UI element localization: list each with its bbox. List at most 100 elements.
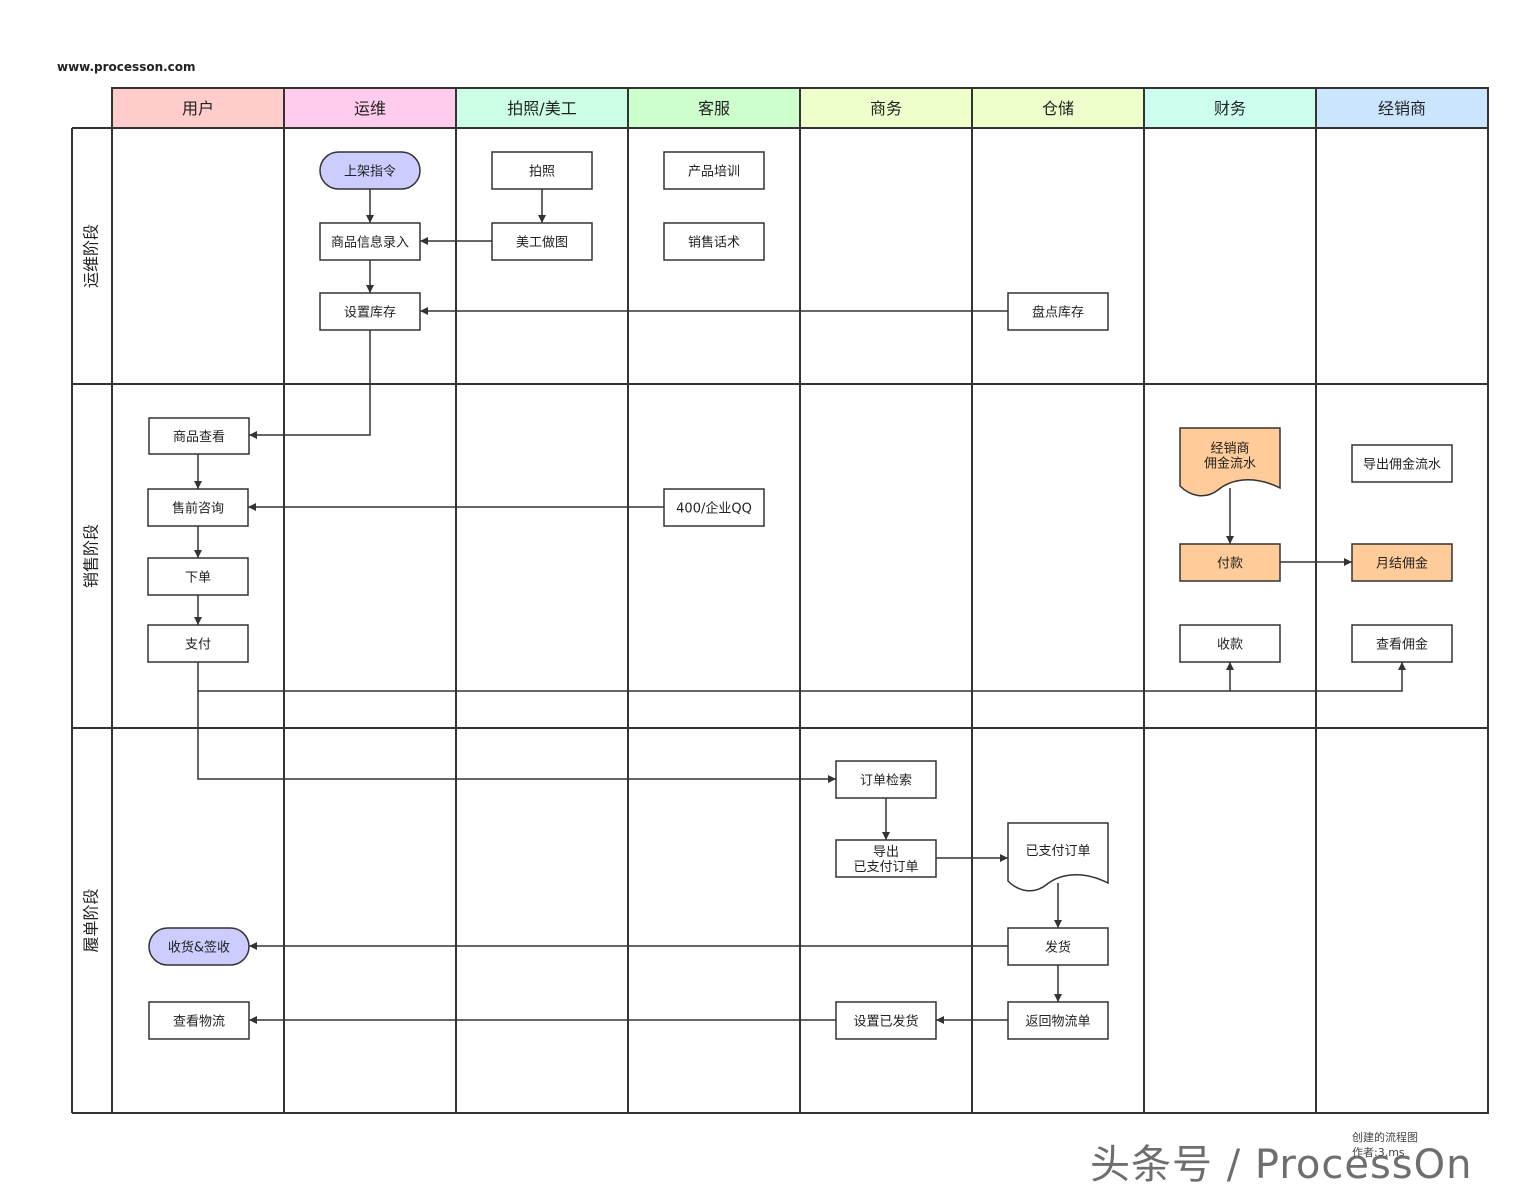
process-shape bbox=[1351, 543, 1453, 582]
lane-header-label: 商务 bbox=[870, 99, 902, 118]
node-label: 400/企业QQ bbox=[676, 501, 752, 517]
flow-node[interactable]: 已支付订单 bbox=[1007, 822, 1109, 892]
process-shape bbox=[1351, 444, 1453, 483]
node-label: 设置已发货 bbox=[853, 1014, 918, 1030]
lane-header-bg bbox=[456, 88, 628, 128]
lane-header-bg bbox=[972, 88, 1144, 128]
flow-node[interactable]: 经销商佣金流水 bbox=[1179, 427, 1281, 497]
watermark-note-line: 创建的流程图 bbox=[1352, 1131, 1418, 1144]
flow-node[interactable]: 美工做图 bbox=[491, 222, 593, 261]
process-shape bbox=[147, 624, 249, 663]
phase-label: 销售阶段 bbox=[82, 524, 101, 588]
node-label: 订单检索 bbox=[860, 774, 912, 789]
connector-arrow bbox=[197, 691, 836, 783]
document-shape bbox=[1179, 427, 1281, 497]
process-shape bbox=[835, 1001, 937, 1040]
lane-header-bg bbox=[628, 88, 800, 128]
flow-node[interactable]: 月结佣金 bbox=[1351, 543, 1453, 582]
node-label: 商品查看 bbox=[173, 429, 225, 445]
phase-label: 履单阶段 bbox=[82, 888, 101, 952]
flow-node[interactable]: 查看物流 bbox=[148, 1001, 250, 1040]
terminal-shape bbox=[319, 151, 421, 190]
process-shape bbox=[1179, 543, 1281, 582]
flow-node[interactable]: 商品信息录入 bbox=[319, 222, 421, 261]
node-label: 盘点库存 bbox=[1032, 305, 1084, 321]
process-shape bbox=[148, 1001, 250, 1040]
flow-node[interactable]: 查看佣金 bbox=[1351, 624, 1453, 663]
lane-header-label: 财务 bbox=[1214, 99, 1246, 118]
process-shape bbox=[1351, 624, 1453, 663]
watermark-note-line: 作者:3.ms bbox=[1352, 1146, 1405, 1159]
process-shape bbox=[663, 151, 765, 190]
process-shape bbox=[147, 557, 249, 596]
node-label: 收款 bbox=[1217, 638, 1243, 653]
lane-headers: 用户运维拍照/美工客服商务仓储财务经销商 bbox=[112, 88, 1488, 128]
lane-header-label: 经销商 bbox=[1378, 99, 1426, 118]
lane-header-label: 运维 bbox=[354, 99, 386, 118]
flow-node[interactable]: 售前咨询 bbox=[147, 488, 249, 527]
flow-node[interactable]: 上架指令 bbox=[319, 151, 421, 190]
node-label: 导出已支付订单 bbox=[853, 845, 918, 875]
process-shape bbox=[1007, 1001, 1109, 1040]
flow-node[interactable]: 付款 bbox=[1179, 543, 1281, 582]
flow-node[interactable]: 导出佣金流水 bbox=[1351, 444, 1453, 483]
flow-node[interactable]: 设置库存 bbox=[319, 292, 421, 331]
process-shape bbox=[663, 488, 765, 527]
node-label: 收货&签收 bbox=[168, 940, 230, 956]
terminal-shape bbox=[148, 927, 250, 966]
node-label: 销售话术 bbox=[688, 235, 740, 251]
flow-node[interactable]: 返回物流单 bbox=[1007, 1001, 1109, 1040]
flow-node[interactable]: 400/企业QQ bbox=[663, 488, 765, 527]
node-label: 下单 bbox=[185, 571, 211, 586]
connector-arrow bbox=[249, 330, 371, 439]
diagram-grid bbox=[71, 87, 1489, 1114]
node-label: 拍照 bbox=[529, 165, 555, 180]
node-label: 月结佣金 bbox=[1376, 556, 1428, 572]
flow-node[interactable]: 下单 bbox=[147, 557, 249, 596]
lane-header-label: 用户 bbox=[182, 99, 214, 118]
lane-header-bg bbox=[1316, 88, 1488, 128]
node-label: 查看物流 bbox=[173, 1014, 225, 1030]
flow-node[interactable]: 商品查看 bbox=[148, 417, 250, 455]
flow-node[interactable]: 订单检索 bbox=[835, 760, 937, 799]
process-shape bbox=[319, 292, 421, 331]
flow-node[interactable]: 支付 bbox=[147, 624, 249, 663]
lane-header-bg bbox=[112, 88, 284, 128]
process-shape bbox=[663, 222, 765, 261]
flow-node[interactable]: 收款 bbox=[1179, 624, 1281, 663]
process-shape bbox=[319, 222, 421, 261]
process-shape bbox=[148, 417, 250, 455]
flow-node[interactable]: 设置已发货 bbox=[835, 1001, 937, 1040]
process-shape bbox=[1179, 624, 1281, 663]
node-label: 设置库存 bbox=[344, 305, 396, 321]
node-label: 产品培训 bbox=[688, 164, 740, 180]
document-shape bbox=[1007, 822, 1109, 892]
process-shape bbox=[147, 488, 249, 527]
flow-node[interactable]: 盘点库存 bbox=[1007, 292, 1109, 331]
flow-node[interactable]: 导出已支付订单 bbox=[835, 839, 937, 878]
node-label: 付款 bbox=[1217, 557, 1243, 572]
phase-label: 运维阶段 bbox=[82, 224, 101, 288]
flow-node[interactable]: 发货 bbox=[1007, 927, 1109, 966]
lane-header-bg bbox=[800, 88, 972, 128]
node-label: 美工做图 bbox=[516, 236, 568, 251]
lane-header-label: 仓储 bbox=[1042, 99, 1074, 118]
watermark-note: 创建的流程图 作者:3.ms bbox=[1352, 1130, 1418, 1160]
lane-header-bg bbox=[284, 88, 456, 128]
node-label: 经销商佣金流水 bbox=[1204, 442, 1256, 472]
flow-node[interactable]: 拍照 bbox=[491, 151, 593, 190]
node-label: 返回物流单 bbox=[1025, 1015, 1090, 1030]
connectors bbox=[194, 189, 1406, 1024]
process-shape bbox=[835, 760, 937, 799]
flow-node[interactable]: 销售话术 bbox=[663, 222, 765, 261]
lane-header-bg bbox=[1144, 88, 1316, 128]
flow-node[interactable]: 产品培训 bbox=[663, 151, 765, 190]
flow-node[interactable]: 收货&签收 bbox=[148, 927, 250, 966]
node-label: 查看佣金 bbox=[1376, 637, 1428, 653]
process-shape bbox=[491, 151, 593, 190]
site-url[interactable]: www.processon.com bbox=[57, 60, 196, 74]
node-label: 支付 bbox=[185, 638, 211, 653]
